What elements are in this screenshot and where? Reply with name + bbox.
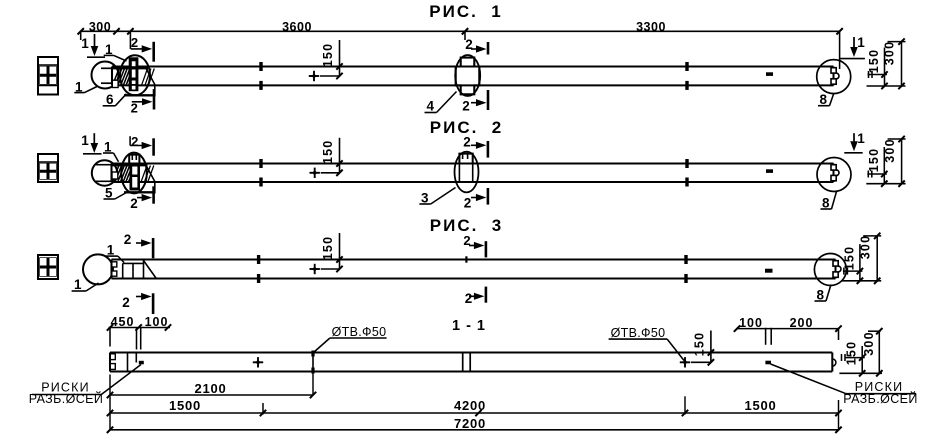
svg-text:3: 3 bbox=[421, 190, 429, 205]
svg-text:150: 150 bbox=[321, 236, 335, 260]
svg-text:2: 2 bbox=[465, 291, 473, 306]
svg-text:8: 8 bbox=[822, 195, 830, 210]
svg-text:100: 100 bbox=[739, 316, 763, 330]
svg-text:ØТВ.Ф50: ØТВ.Ф50 bbox=[332, 325, 387, 339]
svg-text:450: 450 bbox=[111, 315, 135, 329]
svg-text:3300: 3300 bbox=[636, 20, 666, 34]
svg-text:8: 8 bbox=[819, 92, 827, 107]
svg-text:1500: 1500 bbox=[169, 398, 201, 413]
svg-text:300: 300 bbox=[883, 41, 897, 65]
svg-text:2: 2 bbox=[124, 232, 132, 247]
svg-text:1: 1 bbox=[105, 42, 113, 57]
svg-text:1: 1 bbox=[75, 79, 83, 94]
svg-text:РИС. 1: РИС. 1 bbox=[429, 2, 502, 21]
svg-text:300: 300 bbox=[862, 331, 876, 355]
svg-text:РАЗБ.ØСЕЙ: РАЗБ.ØСЕЙ bbox=[29, 391, 104, 406]
svg-text:150: 150 bbox=[867, 49, 881, 73]
svg-text:2: 2 bbox=[463, 134, 471, 149]
svg-text:РИС. 2: РИС. 2 bbox=[430, 118, 503, 137]
svg-text:РИСКИ: РИСКИ bbox=[855, 380, 904, 394]
svg-text:1500: 1500 bbox=[744, 398, 776, 413]
svg-text:150: 150 bbox=[842, 246, 856, 270]
svg-text:300: 300 bbox=[858, 235, 872, 259]
svg-text:2: 2 bbox=[131, 35, 138, 50]
svg-text:2: 2 bbox=[463, 233, 470, 248]
svg-text:2: 2 bbox=[131, 100, 138, 115]
svg-text:1: 1 bbox=[104, 139, 112, 154]
svg-text:200: 200 bbox=[790, 316, 814, 330]
svg-text:1: 1 bbox=[857, 131, 865, 146]
svg-text:150: 150 bbox=[321, 43, 335, 67]
svg-text:ØТВ.Ф50: ØТВ.Ф50 bbox=[611, 326, 666, 340]
svg-text:1: 1 bbox=[857, 35, 865, 50]
svg-text:1: 1 bbox=[74, 277, 82, 292]
svg-text:2: 2 bbox=[462, 99, 470, 114]
svg-text:7200: 7200 bbox=[454, 416, 486, 431]
svg-text:6: 6 bbox=[106, 92, 114, 107]
svg-text:2: 2 bbox=[465, 37, 473, 52]
svg-text:8: 8 bbox=[816, 287, 824, 302]
svg-text:100: 100 bbox=[145, 315, 169, 329]
svg-text:4: 4 bbox=[426, 99, 434, 114]
svg-text:1 - 1: 1 - 1 bbox=[452, 318, 486, 334]
svg-text:2: 2 bbox=[131, 134, 138, 149]
svg-text:4200: 4200 bbox=[454, 398, 486, 413]
svg-text:2: 2 bbox=[122, 295, 130, 310]
svg-text:150: 150 bbox=[692, 332, 706, 356]
svg-text:3600: 3600 bbox=[282, 20, 312, 34]
svg-text:150: 150 bbox=[845, 341, 859, 365]
svg-text:РАЗБ.ØСЕЙ: РАЗБ.ØСЕЙ bbox=[843, 391, 918, 406]
svg-text:2: 2 bbox=[464, 196, 472, 211]
svg-text:2: 2 bbox=[130, 196, 138, 211]
svg-text:1: 1 bbox=[81, 36, 89, 51]
svg-text:150: 150 bbox=[321, 140, 335, 164]
svg-text:1: 1 bbox=[81, 133, 89, 148]
svg-text:1: 1 bbox=[107, 242, 115, 257]
svg-text:300: 300 bbox=[89, 20, 111, 34]
svg-text:300: 300 bbox=[883, 138, 897, 162]
svg-text:150: 150 bbox=[867, 148, 881, 172]
svg-text:2100: 2100 bbox=[194, 381, 226, 396]
svg-text:5: 5 bbox=[105, 185, 113, 200]
svg-text:РИСКИ: РИСКИ bbox=[41, 380, 90, 394]
svg-text:РИС. 3: РИС. 3 bbox=[430, 216, 503, 235]
